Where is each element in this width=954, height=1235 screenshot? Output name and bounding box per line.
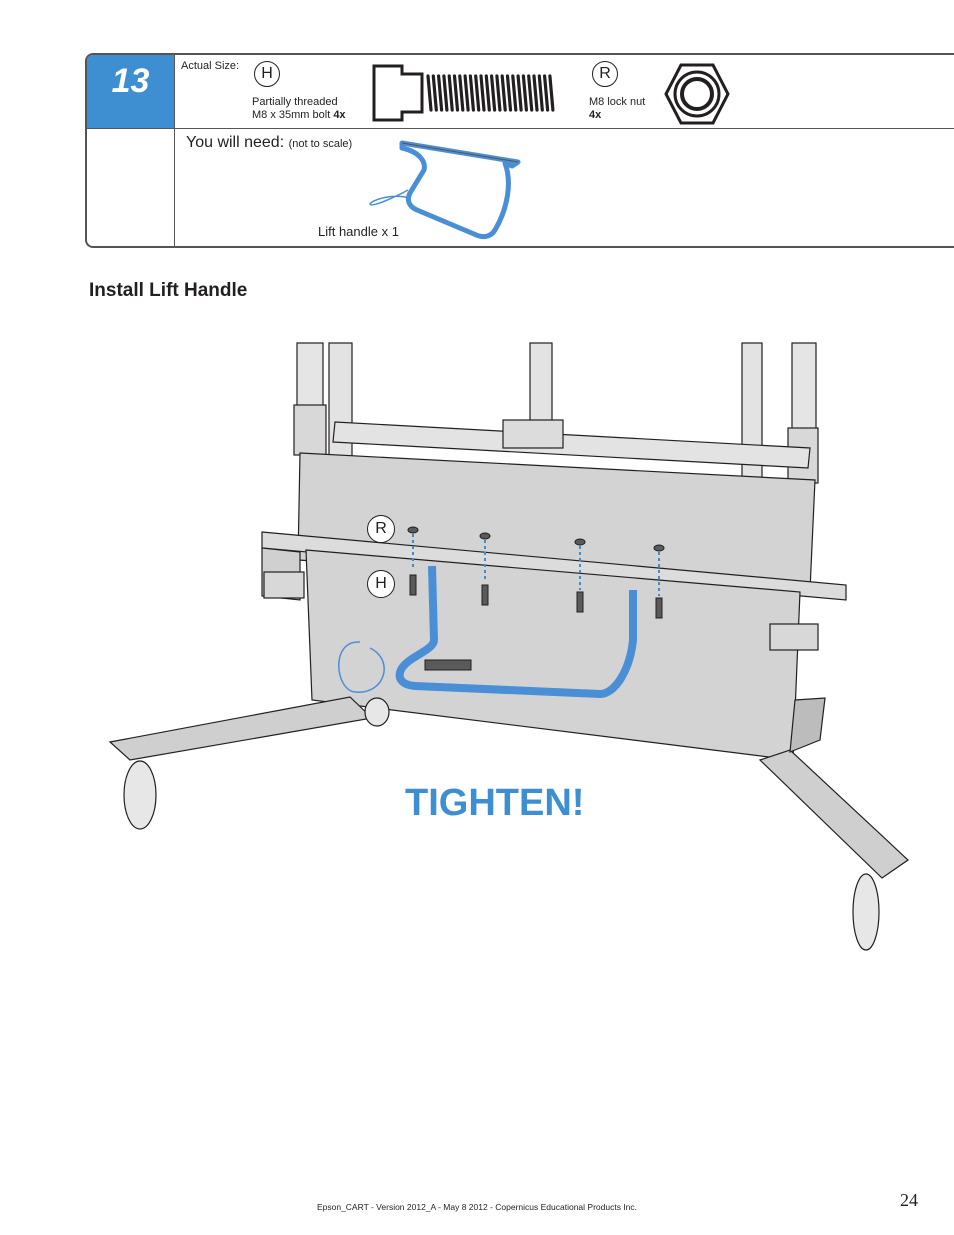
row-divider: [87, 128, 954, 129]
part-h-desc-line2: M8 x 35mm bolt 4x: [252, 109, 346, 122]
part-h-desc-line1: Partially threaded: [252, 96, 338, 108]
lift-handle-caption: Lift handle x 1: [318, 224, 399, 239]
lift-handle-label: Lift handle: [318, 224, 378, 239]
section-title: Install Lift Handle: [89, 280, 248, 301]
footer-text: Epson_CART - Version 2012_A - May 8 2012…: [316, 1202, 638, 1212]
lock-nut-icon: [664, 63, 730, 125]
column-divider: [174, 55, 175, 246]
part-h-desc: M8 x 35mm bolt: [252, 109, 331, 121]
callout-h: H: [367, 570, 395, 598]
callout-r: R: [367, 515, 395, 543]
lift-handle-qty: x 1: [381, 224, 399, 239]
bolt-icon: [372, 64, 555, 122]
not-to-scale-note: (not to scale): [288, 138, 353, 150]
part-r-qty: 4x: [589, 109, 602, 121]
you-will-need: You will need: (not to scale): [186, 134, 352, 152]
page-number: 24: [900, 1190, 918, 1210]
part-r-badge: R: [592, 61, 618, 87]
cart-assembly-illustration: [108, 342, 909, 951]
tighten-label: TIGHTEN!: [405, 782, 585, 824]
step-box: [85, 53, 954, 248]
part-h-qty: 4x: [333, 109, 346, 121]
you-will-need-label: You will need:: [186, 134, 285, 151]
step-number: 13: [111, 62, 150, 100]
part-r-desc: M8 lock nut: [589, 96, 646, 108]
part-h-badge: H: [254, 61, 280, 87]
actual-size-label: Actual Size:: [181, 60, 240, 72]
lift-handle-icon: [369, 140, 521, 240]
step-number-cell: [87, 55, 174, 128]
